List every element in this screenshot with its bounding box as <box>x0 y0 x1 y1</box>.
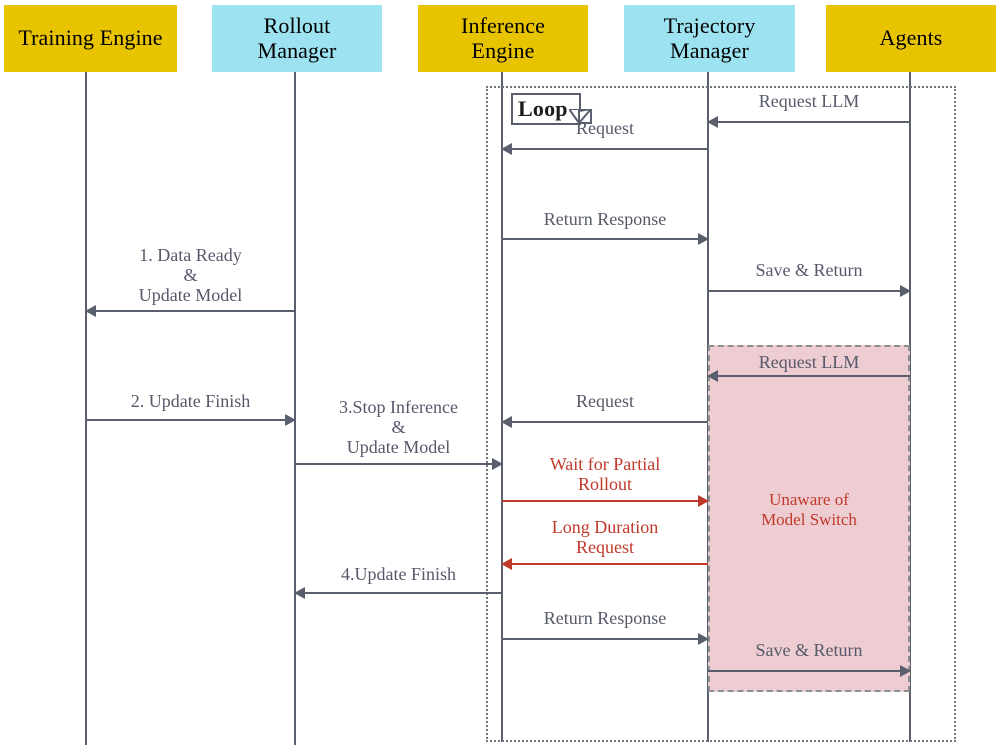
message-shaft <box>295 463 502 465</box>
message-arrow-m13 <box>502 633 709 645</box>
message-label-m10: Wait for Partial Rollout <box>549 454 661 494</box>
message-label-m14: Save & Return <box>755 640 863 660</box>
message-shaft <box>708 375 910 377</box>
lifeline-agents <box>909 72 911 742</box>
unaware-of-model-switch-label: Unaware of Model Switch <box>761 490 857 529</box>
message-label-m13: Return Response <box>543 608 667 628</box>
lifeline-training-engine <box>85 72 87 745</box>
arrowhead-icon <box>294 587 305 599</box>
participant-inference-engine[interactable]: Inference Engine <box>418 5 588 72</box>
arrowhead-icon <box>698 495 709 507</box>
message-shaft <box>502 638 708 640</box>
unaware-of-model-switch-region <box>708 345 910 692</box>
message-label-m6: Request LLM <box>758 352 860 372</box>
participant-trajectory-manager[interactable]: Trajectory Manager <box>624 5 795 72</box>
arrowhead-icon <box>501 558 512 570</box>
message-shaft <box>502 421 708 423</box>
message-arrow-m14 <box>708 665 911 677</box>
message-arrow-m8 <box>86 414 296 426</box>
lifeline-rollout-manager <box>294 72 296 745</box>
message-label-m12: 4.Update Finish <box>341 564 456 584</box>
message-arrow-m3 <box>502 233 709 245</box>
message-arrow-m9 <box>295 458 503 470</box>
message-label-m3: Return Response <box>543 209 667 229</box>
message-shaft <box>708 670 910 672</box>
participant-rollout-manager[interactable]: Rollout Manager <box>212 5 382 72</box>
lifeline-inference-engine <box>501 72 503 742</box>
message-label-m4: Save & Return <box>755 260 863 280</box>
participant-training-engine[interactable]: Training Engine <box>4 5 177 72</box>
participant-agents[interactable]: Agents <box>826 5 996 72</box>
arrowhead-icon <box>501 143 512 155</box>
message-label-m8: 2. Update Finish <box>130 391 251 411</box>
message-label-m7: Request <box>576 391 634 411</box>
message-shaft <box>295 592 502 594</box>
message-shaft <box>708 121 910 123</box>
arrowhead-icon <box>707 370 718 382</box>
message-shaft <box>502 500 708 502</box>
message-shaft <box>502 238 708 240</box>
arrowhead-icon <box>492 458 503 470</box>
loop-fragment-frame <box>486 86 956 742</box>
arrowhead-icon <box>698 233 709 245</box>
message-arrow-m7 <box>501 416 708 428</box>
message-arrow-m10 <box>502 495 709 507</box>
message-label-m9: 3.Stop Inference & Update Model <box>339 397 458 457</box>
arrowhead-icon <box>85 305 96 317</box>
arrowhead-icon <box>501 416 512 428</box>
arrowhead-icon <box>900 285 911 297</box>
message-label-m1: Request LLM <box>758 91 860 111</box>
message-shaft <box>708 290 910 292</box>
arrowhead-icon <box>707 116 718 128</box>
message-arrow-m12 <box>294 587 502 599</box>
arrowhead-icon <box>698 633 709 645</box>
message-arrow-m1 <box>707 116 910 128</box>
message-arrow-m4 <box>708 285 911 297</box>
message-label-m11: Long Duration Request <box>551 517 659 557</box>
loop-tag-fold-icon <box>569 109 593 126</box>
message-arrow-m2 <box>501 143 708 155</box>
message-label-m5: 1. Data Ready & Update Model <box>138 245 243 305</box>
message-arrow-m5 <box>85 305 295 317</box>
arrowhead-icon <box>285 414 296 426</box>
message-arrow-m6 <box>707 370 910 382</box>
message-shaft <box>86 419 295 421</box>
message-shaft <box>502 148 708 150</box>
message-arrow-m11 <box>501 558 708 570</box>
message-shaft <box>86 310 295 312</box>
arrowhead-icon <box>900 665 911 677</box>
message-shaft <box>502 563 708 565</box>
